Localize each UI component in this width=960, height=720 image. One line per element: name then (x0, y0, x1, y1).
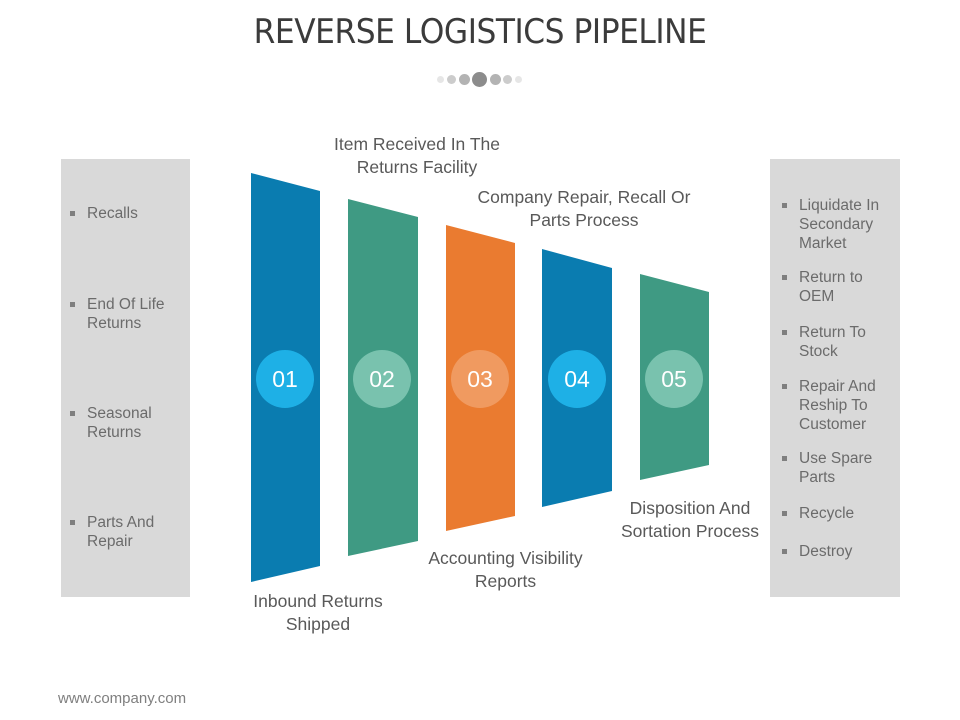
bullet-icon (782, 330, 787, 335)
stage-1-number: 01 (256, 350, 314, 408)
bullet-icon (782, 549, 787, 554)
left-panel: Recalls End Of Life Returns Seasonal Ret… (61, 159, 190, 597)
stage-2-number: 02 (353, 350, 411, 408)
dot-4 (472, 72, 487, 87)
bullet-icon (70, 520, 75, 525)
right-item-recycle: Recycle (782, 504, 899, 523)
right-item-label: Return To Stock (799, 324, 866, 360)
right-item-label: Repair And Reship To Customer (799, 378, 876, 433)
right-item-label: Use Spare Parts (799, 450, 873, 486)
page-title: REVERSE LOGISTICS PIPELINE (253, 12, 707, 52)
stage-4-number: 04 (548, 350, 606, 408)
right-item-label: Destroy (799, 543, 853, 560)
stage-5-number: 05 (645, 350, 703, 408)
stage-1-label: Inbound Returns Shipped (253, 591, 383, 634)
left-item-recalls: Recalls (70, 204, 182, 223)
right-item-repair-reship: Repair And Reship To Customer (782, 377, 899, 434)
footer-url: www.company.com (58, 690, 187, 707)
right-item-label: Return to OEM (799, 269, 863, 305)
right-item-return-oem: Return to OEM (782, 268, 899, 306)
stage-2-label: Item Received In The Returns Facility (333, 134, 500, 177)
bullet-icon (782, 384, 787, 389)
dot-1 (437, 76, 444, 83)
right-item-destroy: Destroy (782, 542, 899, 561)
right-panel: Liquidate In Secondary Market Return to … (770, 159, 900, 597)
left-item-label: Recalls (87, 205, 138, 222)
dot-3 (459, 74, 470, 85)
bullet-icon (782, 511, 787, 516)
left-item-label: Parts And Repair (87, 514, 155, 550)
right-item-return-stock: Return To Stock (782, 323, 899, 361)
stage-5-label: Disposition And Sortation Process (620, 498, 760, 541)
right-item-label: Recycle (799, 505, 855, 522)
stage-4-label: Company Repair, Recall Or Parts Process (477, 187, 691, 230)
bullet-icon (782, 275, 787, 280)
dot-5 (490, 74, 501, 85)
left-item-end-of-life: End Of Life Returns (70, 295, 182, 333)
left-item-label: End Of Life Returns (87, 296, 165, 332)
left-item-parts-repair: Parts And Repair (70, 513, 182, 551)
bullet-icon (70, 411, 75, 416)
pagination-dots (0, 70, 960, 90)
bullet-icon (70, 211, 75, 216)
stage-3-number: 03 (451, 350, 509, 408)
right-item-liquidate: Liquidate In Secondary Market (782, 196, 899, 253)
dot-6 (503, 75, 512, 84)
dot-2 (447, 75, 456, 84)
bullet-icon (70, 302, 75, 307)
right-item-label: Liquidate In Secondary Market (799, 197, 880, 252)
right-item-spare-parts: Use Spare Parts (782, 449, 899, 487)
stage-3-label: Accounting Visibility Reports (428, 548, 583, 591)
left-item-seasonal: Seasonal Returns (70, 404, 182, 442)
bullet-icon (782, 203, 787, 208)
left-item-label: Seasonal Returns (87, 405, 152, 441)
bullet-icon (782, 456, 787, 461)
dot-7 (515, 76, 522, 83)
